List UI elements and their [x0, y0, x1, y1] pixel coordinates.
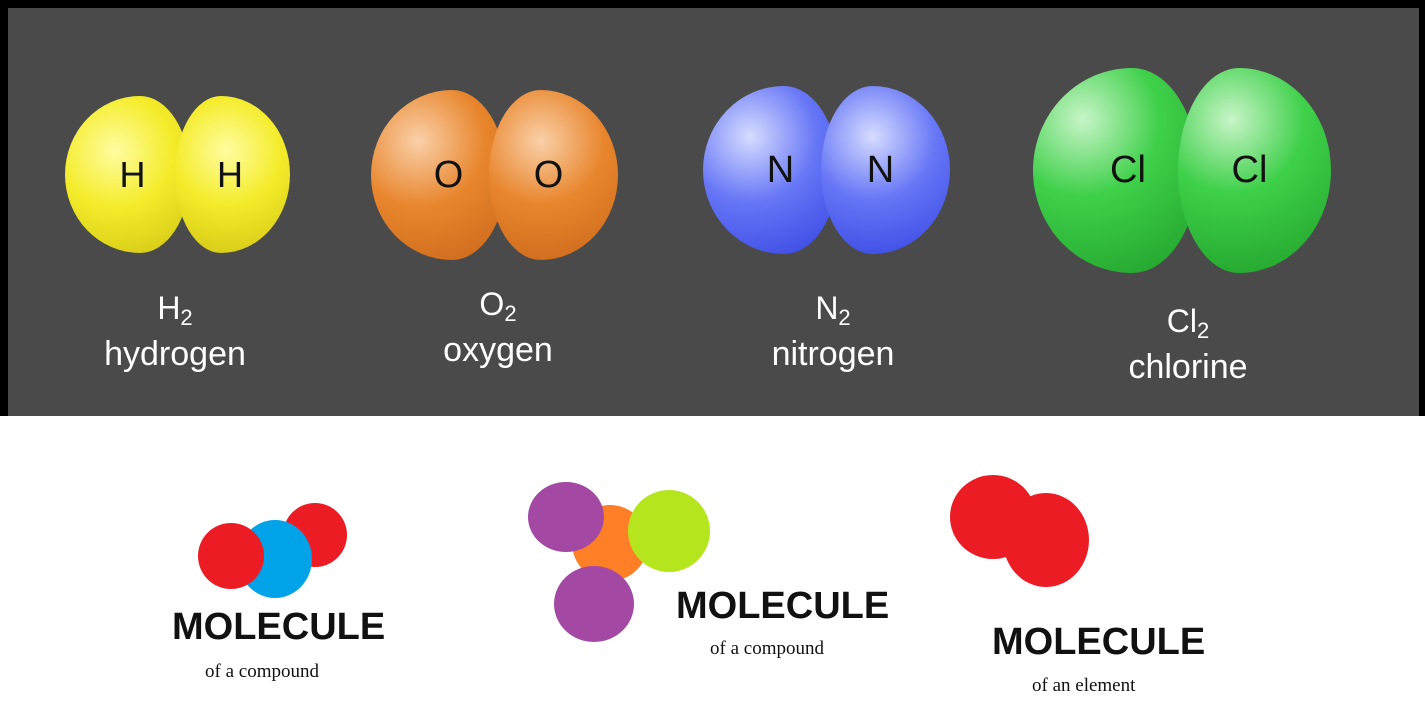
molecule-subtitle-2: of a compound	[710, 638, 824, 659]
nitrogen-name: nitrogen	[771, 335, 895, 373]
molecule-subtitle-3: of an element	[1032, 675, 1136, 696]
chlorine-name: chlorine	[1128, 348, 1248, 386]
chlorine-molecule: Cl Cl	[1033, 68, 1331, 273]
oxygen-atom-right: O	[489, 90, 618, 260]
oxygen-atom-left: O	[371, 90, 506, 260]
lime-atom	[628, 490, 710, 572]
oxygen-formula: O2	[479, 286, 517, 326]
red-atom	[1003, 493, 1089, 587]
nitrogen-molecule: N N	[703, 86, 950, 254]
molecule-title-3: MOLECULE	[992, 621, 1206, 663]
oxygen-caption: O2 oxygen	[393, 286, 603, 368]
hydrogen-name: hydrogen	[104, 335, 246, 373]
purple-atom	[554, 566, 634, 642]
hydrogen-caption: H2 hydrogen	[70, 290, 280, 372]
hydrogen-atom-right: H	[175, 96, 290, 253]
hydrogen-atom-left: H	[65, 96, 190, 253]
molecule-subtitle-1: of a compound	[205, 661, 319, 682]
chlorine-formula: Cl2	[1166, 303, 1210, 343]
top-panel: H H O O N N Cl	[0, 0, 1425, 416]
molecule-title-2: MOLECULE	[676, 585, 890, 627]
oxygen-molecule: O O	[371, 90, 618, 260]
diatomic-panel: H H O O N N Cl	[8, 8, 1419, 416]
hydrogen-formula: H2	[157, 290, 193, 330]
nitrogen-caption: N2 nitrogen	[728, 290, 938, 372]
nitrogen-atom-right: N	[821, 86, 950, 254]
purple-atom	[528, 482, 604, 552]
chlorine-atom-right: Cl	[1178, 68, 1331, 273]
molecule-title-1: MOLECULE	[172, 606, 386, 648]
oxygen-name: oxygen	[443, 331, 553, 369]
chlorine-atom-left: Cl	[1033, 68, 1198, 273]
chlorine-caption: Cl2 chlorine	[1083, 303, 1293, 385]
nitrogen-formula: N2	[815, 290, 851, 330]
nitrogen-atom-left: N	[703, 86, 838, 254]
red-atom	[198, 523, 264, 589]
hydrogen-molecule: H H	[65, 96, 290, 256]
